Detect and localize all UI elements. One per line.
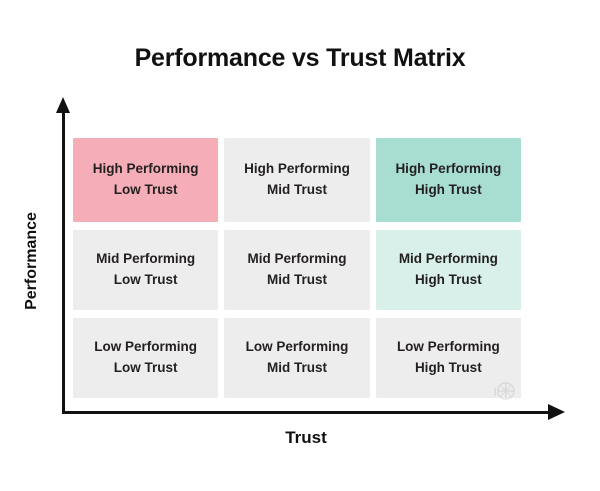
matrix-cell-line-1: High Performing	[92, 161, 199, 177]
matrix-cell-line-1: Mid Performing	[247, 251, 347, 267]
matrix-cell-line-2: Low Trust	[113, 272, 178, 287]
matrix-cell-line-2: High Trust	[414, 360, 482, 375]
y-axis-arrow-icon	[56, 97, 70, 113]
y-axis-label: Performance	[23, 212, 40, 310]
matrix-cell-line-2: High Trust	[414, 182, 482, 197]
matrix-cell-line-2: Low Trust	[113, 182, 178, 197]
matrix-cell-line-2: Mid Trust	[266, 360, 327, 375]
matrix-cell-line-2: Mid Trust	[266, 182, 327, 197]
matrix-cell-line-1: High Performing	[244, 161, 350, 177]
x-axis-arrow-icon	[548, 404, 565, 420]
matrix-cell-line-2: Low Trust	[113, 360, 178, 375]
page-title: Performance vs Trust Matrix	[134, 44, 466, 72]
matrix-cell-line-2: Mid Trust	[266, 272, 327, 287]
matrix-cell-line-1: Mid Performing	[398, 251, 498, 267]
x-axis-line	[62, 411, 550, 414]
matrix-cell-line-1: Low Performing	[94, 339, 198, 355]
matrix-cell-line-1: Mid Performing	[96, 251, 196, 267]
x-axis-label: Trust	[285, 428, 327, 447]
matrix-cell-line-1: Low Performing	[245, 339, 349, 355]
y-axis-line	[62, 110, 65, 413]
matrix-cell-line-1: Low Performing	[396, 339, 500, 355]
matrix-cell-line-1: High Performing	[395, 161, 502, 177]
matrix-cell-line-2: High Trust	[414, 272, 482, 287]
